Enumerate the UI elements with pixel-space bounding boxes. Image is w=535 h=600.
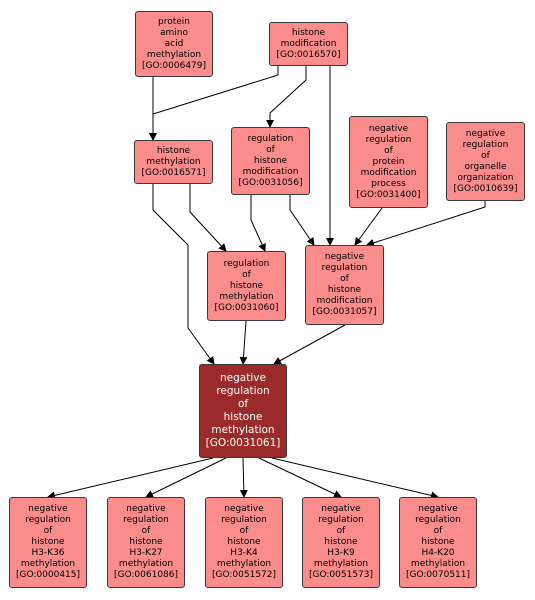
node-histone-modification[interactable]: histone modification [GO:0016570] (269, 22, 348, 66)
node-negative-regulation-of-histone-modification[interactable]: negative regulation of histone modificat… (305, 245, 384, 325)
edge-go0031060-to-go0031061 (239, 320, 248, 365)
node-label: regulation of histone methylation [GO:00… (214, 258, 279, 313)
edge-go0016571-to-go0031060 (189, 184, 227, 252)
node-negative-regulation-of-histone-h3-k36-methylation[interactable]: negative regulation of histone H3-K36 me… (9, 497, 87, 588)
node-negative-regulation-of-histone-h4-k20-methylation[interactable]: negative regulation of histone H4-K20 me… (399, 497, 477, 588)
edge-go0016571-to-go0031061 (152, 184, 215, 365)
edge-go0031057-to-go0031061 (273, 324, 346, 365)
node-label: negative regulation of histone H3-K36 me… (15, 504, 81, 580)
node-negative-regulation-of-organelle-organization[interactable]: negative regulation of organelle organiz… (446, 122, 525, 201)
node-negative-regulation-of-histone-h3-k9-methylation[interactable]: negative regulation of histone H3-K9 met… (302, 497, 380, 588)
node-label: negative regulation of protein modificat… (356, 123, 421, 200)
edge-go0031061-to-go0000415 (47, 457, 214, 500)
edge-go0031061-to-go0061086 (145, 457, 227, 498)
node-label: regulation of histone modification [GO:0… (238, 133, 303, 188)
edge-go0031056-to-go0031060 (250, 195, 266, 252)
node-regulation-of-histone-methylation[interactable]: regulation of histone methylation [GO:00… (207, 251, 286, 321)
node-label: negative regulation of histone H4-K20 me… (405, 504, 471, 580)
node-label: histone methylation [GO:0016571] (141, 145, 206, 178)
node-label: negative regulation of histone methylati… (205, 372, 281, 449)
node-label: negative regulation of histone modificat… (312, 252, 377, 317)
node-label: negative regulation of histone H3-K27 me… (113, 504, 179, 580)
edge-go0031061-to-go0051573 (258, 457, 342, 498)
node-protein-amino-acid-methylation[interactable]: protein amino acid methylation [GO:00064… (135, 11, 213, 77)
edge-go0031056-to-go0031057 (289, 195, 315, 246)
edge-go0010639-to-go0031057 (366, 201, 486, 247)
node-label: negative regulation of organelle organiz… (453, 128, 518, 194)
edge-go0031400-to-go0031057 (354, 207, 383, 246)
node-label: protein amino acid methylation [GO:00064… (141, 16, 207, 71)
node-label: negative regulation of histone H3-K4 met… (211, 504, 277, 580)
node-negative-regulation-of-histone-h3-k4-methylation[interactable]: negative regulation of histone H3-K4 met… (205, 497, 283, 588)
edge-go0031061-to-go0070511 (271, 457, 439, 500)
node-negative-regulation-of-histone-h3-k27-methylation[interactable]: negative regulation of histone H3-K27 me… (107, 497, 185, 588)
node-negative-regulation-of-histone-methylation[interactable]: negative regulation of histone methylati… (199, 364, 287, 458)
edge-go0016570-to-go0031056 (266, 66, 307, 128)
node-negative-regulation-of-protein-modification-process[interactable]: negative regulation of protein modificat… (349, 116, 428, 208)
edge-go0016570-to-go0016571 (149, 66, 279, 141)
node-label: histone modification [GO:0016570] (276, 27, 341, 60)
node-label: negative regulation of histone H3-K9 met… (308, 504, 374, 580)
node-regulation-of-histone-modification[interactable]: regulation of histone modification [GO:0… (231, 127, 310, 195)
node-histone-methylation[interactable]: histone methylation [GO:0016571] (134, 140, 213, 184)
edge-go0031061-to-go0051572 (239, 457, 248, 498)
